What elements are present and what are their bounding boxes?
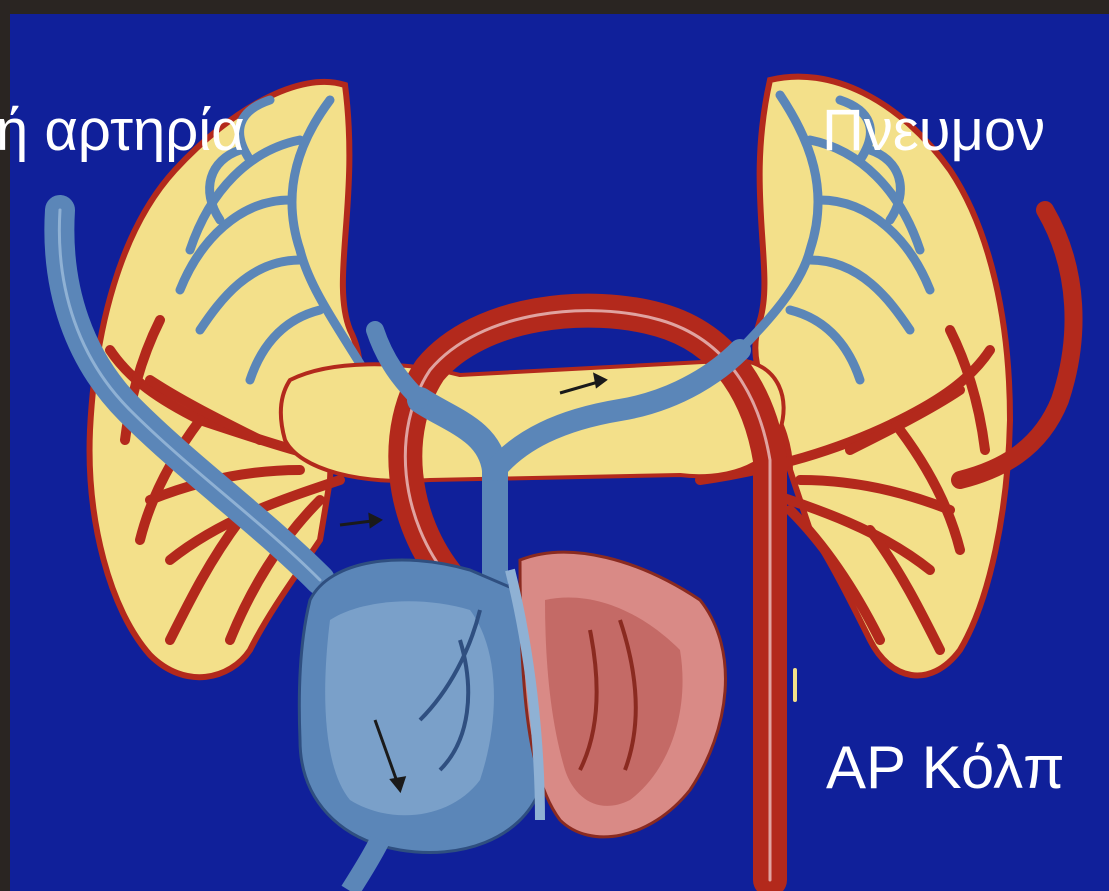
label-right-atrium: ΑΡ Κόλπ [826,738,1065,798]
label-pulmonary-top-right: Πνευμον [822,102,1045,160]
label-pulmonary-artery: ή αρτηρία [0,102,245,160]
heart [299,552,725,891]
